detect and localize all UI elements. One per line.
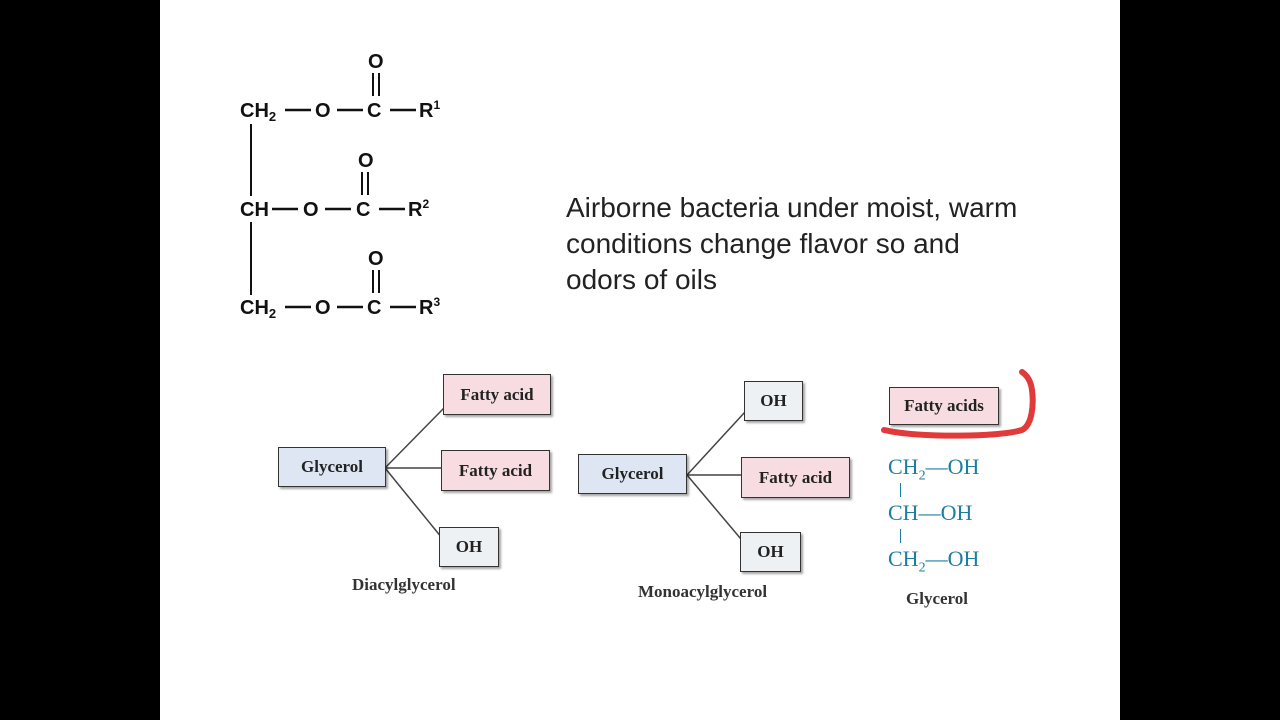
glycerol-bond-1 (900, 483, 901, 497)
row3-oxygen: O (315, 297, 331, 319)
diacyl-fatty-acid-box-2: Fatty acid (441, 450, 550, 491)
monoacyl-fatty-acid-box: Fatty acid (741, 457, 850, 498)
diacyl-oh-box: OH (439, 527, 499, 567)
triacylglycerol-structure: CH2 O C O R1 CH O C O R2 CH2 (240, 51, 1036, 546)
diacylglycerol-label: Diacylglycerol (352, 575, 456, 594)
row2-carbonyl-oxygen: O (358, 150, 374, 172)
monoacyl-glycerol-box: Glycerol (578, 454, 687, 494)
row2-r-group: R2 (408, 197, 429, 221)
monoacyl-connectors (686, 411, 747, 546)
diacyl-fatty-acid-box-1: Fatty acid (443, 374, 551, 415)
monoacyl-oh-box-1: OH (744, 381, 803, 421)
row2-group: CH (240, 199, 269, 221)
highlight-annotation (881, 369, 1036, 439)
row2-carbon: C (356, 199, 370, 221)
slide: CH2 O C O R1 CH O C O R2 CH2 (160, 0, 1120, 720)
monoacyl-oh-box-2: OH (740, 532, 801, 572)
fatty-acids-box: Fatty acids (889, 387, 999, 425)
row3-carbon: C (367, 297, 381, 319)
row1-oxygen: O (315, 100, 331, 122)
row1-group: CH2 (240, 100, 276, 124)
glycerol-row-1: CH2—OH (888, 454, 980, 484)
row1-r-group: R1 (419, 98, 440, 122)
ester-row-2: CH O C O R2 (240, 150, 429, 221)
row3-group: CH2 (240, 297, 276, 321)
ester-row-3: CH2 O C O R3 (240, 248, 440, 321)
glycerol-row-2: CH—OH (888, 500, 973, 525)
diacyl-connectors (384, 407, 445, 539)
glycerol-label: Glycerol (906, 589, 968, 608)
row2-oxygen: O (303, 199, 319, 221)
diacyl-glycerol-box: Glycerol (278, 447, 386, 487)
row3-carbonyl-oxygen: O (368, 248, 384, 270)
monoacylglycerol-label: Monoacylglycerol (638, 582, 768, 601)
row1-carbon: C (367, 100, 381, 122)
glycerol-bond-2 (900, 529, 901, 543)
ester-row-1: CH2 O C O R1 (240, 51, 440, 124)
row3-r-group: R3 (419, 295, 440, 319)
row1-carbonyl-oxygen: O (368, 51, 384, 73)
glycerol-row-3: CH2—OH (888, 546, 980, 576)
caption-text: Airborne bacteria under moist, warm cond… (566, 192, 1018, 295)
